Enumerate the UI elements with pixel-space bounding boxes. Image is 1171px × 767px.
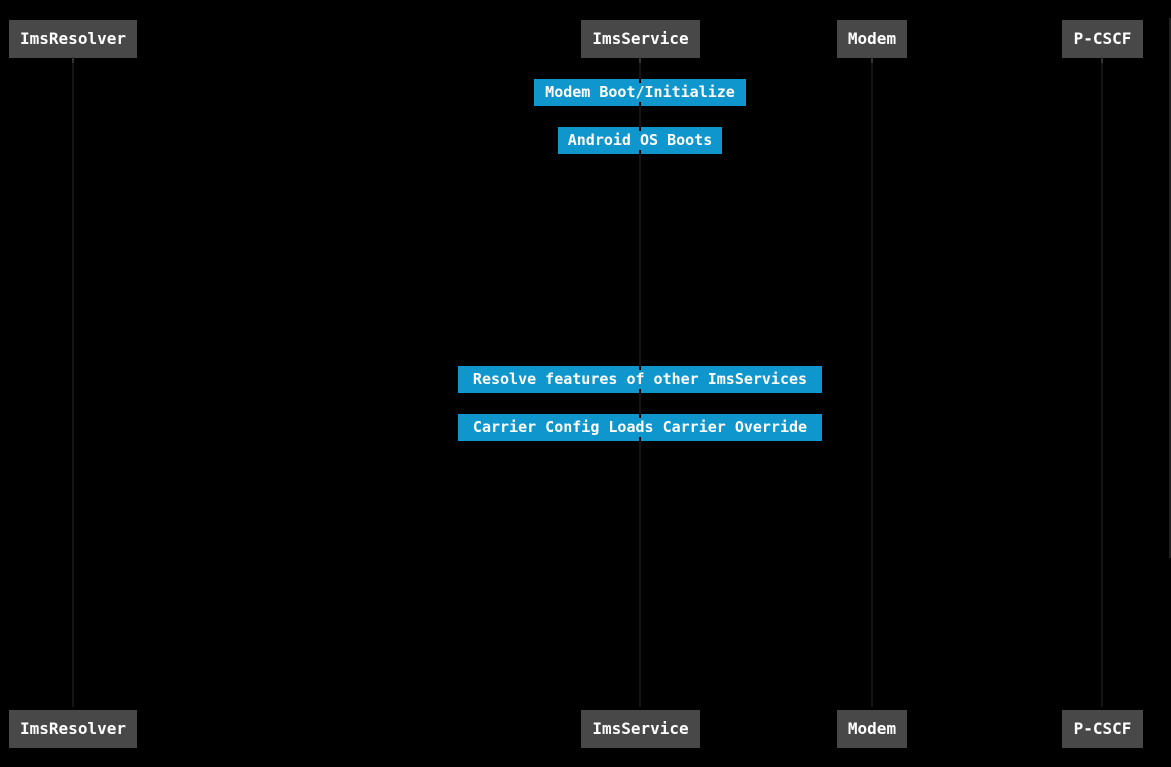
lifeline-stub	[1101, 57, 1103, 63]
lifeline-stub	[639, 57, 641, 63]
actor-label: ImsResolver	[20, 719, 126, 738]
note-modem-boot-initialize: Modem Boot/Initialize	[534, 78, 746, 107]
lifeline-tick	[639, 150, 641, 155]
actor-label: ImsService	[592, 29, 689, 48]
actor-label: Modem	[847, 719, 897, 738]
actor-imsresolver-bottom: ImsResolver	[9, 710, 137, 748]
actor-modem-bottom: Modem	[837, 710, 907, 748]
actor-imsservice-top: ImsService	[581, 20, 700, 58]
note-label: Resolve features of other ImsServices	[472, 370, 808, 388]
actor-imsservice-bottom: ImsService	[581, 710, 700, 748]
lifeline-tick	[639, 102, 641, 107]
lifeline-tick	[639, 413, 641, 418]
note-label: Carrier Config Loads Carrier Override	[472, 418, 808, 436]
note-android-os-boots: Android OS Boots	[558, 126, 722, 155]
actor-label: P-CSCF	[1073, 719, 1132, 738]
note-resolve-features: Resolve features of other ImsServices	[458, 365, 822, 394]
actor-imsresolver-top: ImsResolver	[9, 20, 137, 58]
lifeline-stub	[72, 57, 74, 63]
lifeline-tick	[639, 365, 641, 370]
note-label: Modem Boot/Initialize	[545, 83, 735, 101]
lifeline-tick	[639, 389, 641, 394]
actor-label: P-CSCF	[1073, 29, 1132, 48]
lifeline-imsresolver	[72, 58, 74, 710]
actor-pcscf-top: P-CSCF	[1062, 20, 1143, 58]
lifeline-modem	[871, 58, 873, 710]
actor-label: ImsService	[592, 719, 689, 738]
lifeline-tick	[639, 78, 641, 83]
lifeline-tick	[639, 437, 641, 442]
lifeline-stub	[871, 57, 873, 63]
lifeline-tick	[639, 126, 641, 131]
lifeline-pcscf	[1101, 58, 1103, 710]
actor-pcscf-bottom: P-CSCF	[1062, 710, 1143, 748]
note-label: Android OS Boots	[567, 131, 713, 149]
right-edge-line	[1169, 18, 1171, 558]
actor-label: ImsResolver	[20, 29, 126, 48]
actor-label: Modem	[847, 29, 897, 48]
actor-modem-top: Modem	[837, 20, 907, 58]
note-carrier-config-override: Carrier Config Loads Carrier Override	[458, 413, 822, 442]
